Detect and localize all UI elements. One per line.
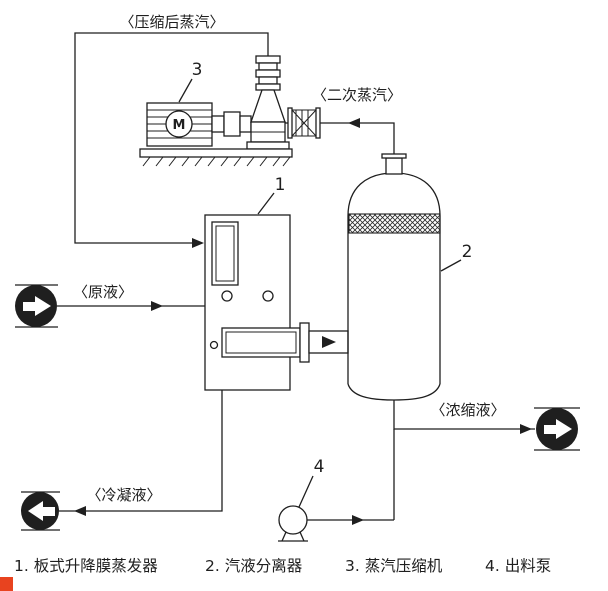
motor: M — [146, 102, 213, 147]
product-outlet-pump — [534, 407, 580, 451]
label-secondary-steam: 〈二次蒸汽〉 — [312, 86, 402, 104]
svg-text:2: 2 — [462, 242, 473, 262]
condensate-pump — [21, 491, 60, 531]
flow-arrow — [322, 336, 336, 348]
compressed-steam-line — [74, 32, 269, 248]
concentrated-liquid-line — [393, 400, 535, 520]
label-compressed-steam: 〈压缩后蒸汽〉 — [119, 13, 224, 31]
motor-symbol — [165, 110, 193, 138]
condensate-line — [59, 390, 223, 516]
feed-pump — [15, 284, 58, 328]
demister-band — [348, 213, 441, 234]
drain-point — [209, 340, 219, 350]
discharge-pump — [278, 505, 308, 542]
legend-item-4: 4. 出料泵 — [485, 557, 551, 575]
vapor-nozzle — [381, 153, 407, 175]
svg-text:3: 3 — [192, 60, 203, 80]
flow-arrow — [352, 515, 364, 525]
callout-evaporator: 1 — [257, 175, 286, 215]
bearing-block — [223, 111, 241, 137]
feed-nozzle — [221, 290, 233, 302]
legend-item-3: 3. 蒸汽压缩机 — [345, 557, 443, 575]
bearing-block — [239, 115, 252, 133]
compressor: M — [139, 55, 321, 167]
plate-outlet-duct — [221, 322, 349, 363]
callout-compressor: 3 — [178, 60, 203, 103]
legend-item-2: 2. 汽液分离器 — [205, 557, 303, 575]
evaporator — [204, 214, 349, 391]
flow-arrow — [348, 118, 360, 128]
svg-text:1: 1 — [275, 175, 286, 195]
watermark-mark — [0, 577, 13, 591]
svg-text:4: 4 — [314, 457, 325, 477]
label-condensate: 〈冷凝液〉 — [86, 486, 161, 504]
legend-item-1: 1. 板式升降膜蒸发器 — [14, 557, 158, 575]
feed-nozzle — [262, 290, 274, 302]
flow-arrow — [151, 301, 163, 311]
motor-label: M — [173, 118, 186, 133]
legend: 1. 板式升降膜蒸发器 2. 汽液分离器 3. 蒸汽压缩机 4. 出料泵 — [14, 557, 551, 575]
separator — [347, 153, 441, 401]
flow-arrow — [520, 424, 532, 434]
flow-arrow — [74, 506, 86, 516]
label-raw-liquid: 〈原液〉 — [73, 283, 133, 301]
callout-discharge-pump: 4 — [298, 457, 325, 508]
shaft-coupling — [211, 115, 225, 133]
callout-separator: 2 — [440, 242, 473, 272]
bellows-coupling — [287, 107, 321, 139]
secondary-steam-line — [320, 118, 395, 154]
label-concentrated-liquid: 〈浓缩液〉 — [430, 401, 505, 419]
base-plate — [139, 148, 293, 167]
flow-arrow — [192, 238, 204, 248]
compressor-body — [246, 55, 290, 150]
discharge-pump-line — [307, 515, 394, 525]
